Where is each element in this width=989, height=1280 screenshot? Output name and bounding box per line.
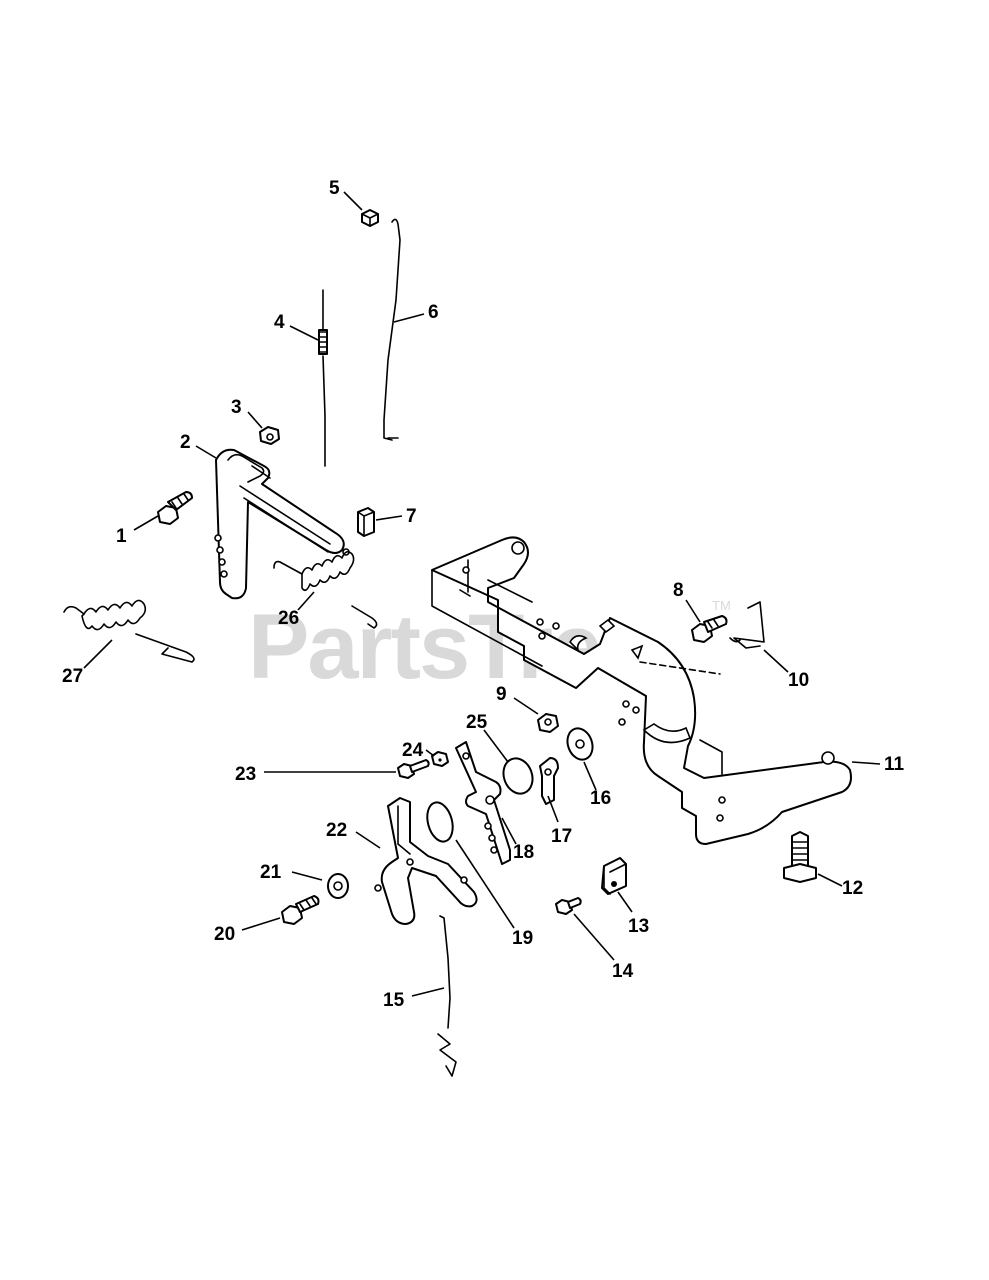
part-19-drawing xyxy=(426,801,454,843)
callout-10: 10 xyxy=(788,670,809,691)
callout-12: 12 xyxy=(842,878,863,899)
part-16-drawing xyxy=(566,727,594,761)
callout-14: 14 xyxy=(612,961,634,982)
leader-4 xyxy=(289,325,319,341)
part-24-drawing xyxy=(431,751,449,767)
callout-19: 19 xyxy=(512,928,533,949)
part-14-drawing xyxy=(555,897,582,915)
leader-18 xyxy=(501,817,517,845)
callout-23: 23 xyxy=(235,764,256,785)
part-20-drawing xyxy=(281,895,320,925)
callout-24: 24 xyxy=(402,740,424,761)
part-5-drawing xyxy=(361,209,379,227)
part-21-drawing xyxy=(327,873,349,899)
leader-21 xyxy=(291,871,323,881)
watermark-text: PartsTree xyxy=(248,596,649,698)
leader-22 xyxy=(355,831,381,849)
callout-16: 16 xyxy=(590,788,611,809)
callout-1: 1 xyxy=(116,526,127,547)
callout-9: 9 xyxy=(496,684,507,705)
part-11-drawing xyxy=(431,536,852,845)
callout-labels: 1 2 3 4 5 6 7 8 9 10 11 12 13 14 15 16 1… xyxy=(62,178,905,1011)
part-23-drawing xyxy=(397,759,430,779)
leader-25 xyxy=(483,729,509,763)
callout-6: 6 xyxy=(428,302,439,323)
leader-13 xyxy=(617,891,633,913)
part-6-drawing xyxy=(383,218,401,441)
part-13-drawing xyxy=(601,857,627,895)
callout-5: 5 xyxy=(329,178,340,199)
leader-8 xyxy=(685,599,701,623)
callout-3: 3 xyxy=(231,397,242,418)
callout-7: 7 xyxy=(406,506,417,527)
leader-7 xyxy=(375,515,403,521)
leader-17 xyxy=(547,795,559,823)
callout-27: 27 xyxy=(62,666,83,687)
part-22-drawing xyxy=(374,797,478,925)
callout-25: 25 xyxy=(466,712,488,733)
part-4-drawing xyxy=(318,289,328,467)
leader-19 xyxy=(455,839,515,929)
leader-6 xyxy=(393,313,425,323)
callout-17: 17 xyxy=(551,826,572,847)
watermark-trademark: TM xyxy=(712,598,731,613)
leader-3 xyxy=(247,411,263,429)
callout-20: 20 xyxy=(214,924,235,945)
leader-9 xyxy=(513,697,539,715)
leader-26 xyxy=(297,591,315,611)
part-26-drawing xyxy=(273,550,378,629)
part-3-drawing xyxy=(259,426,280,445)
callout-8: 8 xyxy=(673,580,684,601)
leader-lines xyxy=(83,191,881,997)
leader-14 xyxy=(573,913,615,961)
part-27-drawing xyxy=(63,599,195,663)
leader-15 xyxy=(411,987,445,997)
leader-1 xyxy=(133,515,159,531)
callout-21: 21 xyxy=(260,862,282,883)
callout-13: 13 xyxy=(628,916,649,937)
callout-11: 11 xyxy=(884,754,905,775)
part-10-drawing xyxy=(729,601,765,649)
callout-18: 18 xyxy=(513,842,534,863)
callout-22: 22 xyxy=(326,820,347,841)
part-8-drawing xyxy=(691,615,728,643)
part-7-drawing xyxy=(357,507,375,537)
part-15-drawing xyxy=(437,915,457,1077)
part-1-drawing xyxy=(157,491,193,525)
leader-12 xyxy=(817,873,843,887)
part-12-drawing xyxy=(783,831,817,883)
leader-27 xyxy=(83,639,113,669)
part-25-drawing xyxy=(502,757,534,795)
leader-16 xyxy=(583,761,597,791)
callout-2: 2 xyxy=(180,432,191,453)
leader-20 xyxy=(241,917,281,931)
part-9-drawing xyxy=(537,713,559,733)
part-2-drawing xyxy=(214,448,350,600)
callout-4: 4 xyxy=(274,312,285,333)
callout-15: 15 xyxy=(383,990,405,1011)
leader-11 xyxy=(851,761,881,765)
leader-24 xyxy=(425,749,435,757)
leader-10 xyxy=(763,649,789,673)
part-17-drawing xyxy=(539,757,559,805)
part-18-drawing xyxy=(455,741,511,865)
callout-26: 26 xyxy=(278,608,299,629)
leader-2 xyxy=(195,445,217,459)
leader-5 xyxy=(343,191,363,211)
